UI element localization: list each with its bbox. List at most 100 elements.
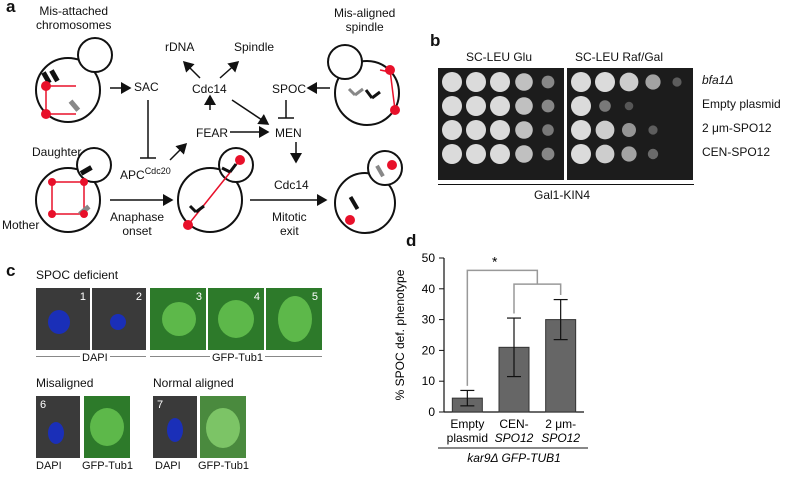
micro-image-6-gfp bbox=[84, 396, 130, 458]
cell-anaphase bbox=[177, 147, 254, 233]
category-label: Empty bbox=[450, 417, 484, 431]
y-tick-label: 0 bbox=[428, 405, 435, 419]
micro-image-7-dapi: 7 bbox=[153, 396, 197, 458]
micro-image-3: 3 bbox=[150, 288, 206, 350]
caption-gfp-tub1: GFP-Tub1 bbox=[210, 352, 265, 364]
label-men: MEN bbox=[275, 126, 302, 140]
row-label-2um: 2 μm-SPO12 bbox=[702, 121, 772, 135]
yeast-spot bbox=[515, 97, 533, 115]
yeast-spot bbox=[466, 96, 486, 116]
row-label-cen: CEN-SPO12 bbox=[702, 145, 771, 159]
cell-misaligned bbox=[327, 44, 400, 126]
label-fear: FEAR bbox=[196, 126, 229, 140]
label-rdna: rDNA bbox=[165, 40, 195, 54]
label-spindle: Spindle bbox=[234, 40, 275, 54]
micro-image-2: 2 bbox=[92, 288, 146, 350]
y-tick-label: 50 bbox=[422, 251, 436, 265]
yeast-spot bbox=[571, 144, 591, 164]
caption-dapi: DAPI bbox=[80, 352, 110, 364]
yeast-spot bbox=[599, 100, 611, 112]
pathway-arrows bbox=[110, 60, 330, 206]
micro-image-6-dapi: 6 bbox=[36, 396, 80, 458]
micro-image-1: 1 bbox=[36, 288, 90, 350]
caption-gfp-6: GFP-Tub1 bbox=[82, 460, 133, 472]
yeast-spot bbox=[647, 148, 659, 160]
label-misaligned-c: Misaligned bbox=[36, 376, 94, 390]
row-label-empty: Empty plasmid bbox=[702, 97, 781, 111]
category-label: SPO12 bbox=[495, 431, 534, 445]
yeast-spot bbox=[571, 72, 591, 92]
y-axis-label: % SPOC def. phenotype bbox=[393, 269, 407, 400]
label-sac: SAC bbox=[134, 80, 159, 94]
significance-star: * bbox=[492, 253, 498, 269]
spoc-deficient-title: SPOC deficient bbox=[36, 268, 119, 282]
yeast-spot bbox=[624, 101, 634, 111]
label-cdc14-bottom: Cdc14 bbox=[274, 178, 309, 192]
caption-gfp-7: GFP-Tub1 bbox=[198, 460, 249, 472]
panel-label-b: b bbox=[430, 31, 441, 50]
y-tick-label: 10 bbox=[422, 374, 436, 388]
yeast-spot bbox=[515, 121, 533, 139]
label-spoc: SPOC bbox=[272, 82, 307, 96]
spot-assay bbox=[442, 72, 682, 164]
y-tick-label: 20 bbox=[422, 343, 436, 357]
yeast-spot bbox=[490, 96, 510, 116]
significance-subbracket bbox=[513, 283, 562, 314]
yeast-spot bbox=[571, 120, 591, 140]
yeast-spot bbox=[622, 123, 636, 137]
label-apc: APCCdc20 bbox=[120, 166, 171, 182]
yeast-spot bbox=[541, 147, 555, 161]
yeast-spot bbox=[490, 72, 510, 92]
yeast-spot bbox=[645, 74, 661, 90]
yeast-spot bbox=[442, 144, 462, 164]
yeast-spot bbox=[515, 73, 533, 91]
pathway-diagram bbox=[35, 37, 403, 234]
category-label: 2 μm- bbox=[545, 417, 576, 431]
spot-col-gal: SC-LEU Raf/Gal bbox=[575, 50, 664, 64]
label-daughter: Daughter bbox=[32, 145, 82, 159]
spot-col-glu: SC-LEU Glu bbox=[466, 50, 533, 64]
yeast-spot bbox=[490, 144, 510, 164]
category-label: CEN- bbox=[499, 417, 528, 431]
x-axis-label: kar9Δ GFP-TUB1 bbox=[467, 451, 561, 465]
y-tick-label: 30 bbox=[422, 313, 436, 327]
yeast-spot bbox=[595, 144, 615, 164]
micro-image-4: 4 bbox=[208, 288, 264, 350]
panel-label-d: d bbox=[406, 231, 417, 250]
yeast-spot bbox=[542, 124, 554, 136]
micro-image-5: 5 bbox=[266, 288, 322, 350]
significance-bracket bbox=[466, 269, 539, 386]
yeast-spot bbox=[442, 96, 462, 116]
spindle-poles bbox=[41, 65, 400, 230]
yeast-spot bbox=[541, 75, 555, 89]
yeast-spot bbox=[621, 146, 637, 162]
yeast-spot bbox=[466, 120, 486, 140]
category-label: SPO12 bbox=[541, 431, 580, 445]
caption-dapi-6: DAPI bbox=[36, 460, 62, 472]
yeast-spot bbox=[515, 145, 533, 163]
yeast-spot bbox=[490, 120, 510, 140]
yeast-spot bbox=[595, 72, 615, 92]
label-normal-aligned: Normal aligned bbox=[153, 376, 234, 390]
yeast-spot bbox=[442, 120, 462, 140]
yeast-spot bbox=[442, 72, 462, 92]
label-mother: Mother bbox=[2, 218, 40, 232]
panel-label-c: c bbox=[6, 261, 16, 280]
footer-line-b bbox=[438, 184, 694, 185]
yeast-spot bbox=[672, 77, 682, 87]
cell-misattached bbox=[35, 37, 113, 123]
caption-dapi-7: DAPI bbox=[155, 460, 181, 472]
footer-gal1-kin4: Gal1-KIN4 bbox=[534, 188, 591, 202]
yeast-spot bbox=[466, 72, 486, 92]
y-tick-label: 40 bbox=[422, 282, 436, 296]
yeast-spot bbox=[571, 96, 591, 116]
panel-label-a: a bbox=[6, 0, 16, 16]
micro-image-7-gfp bbox=[200, 396, 246, 458]
yeast-spot bbox=[595, 120, 615, 140]
yeast-spot bbox=[466, 144, 486, 164]
row-label-bfa1: bfa1Δ bbox=[702, 73, 734, 87]
